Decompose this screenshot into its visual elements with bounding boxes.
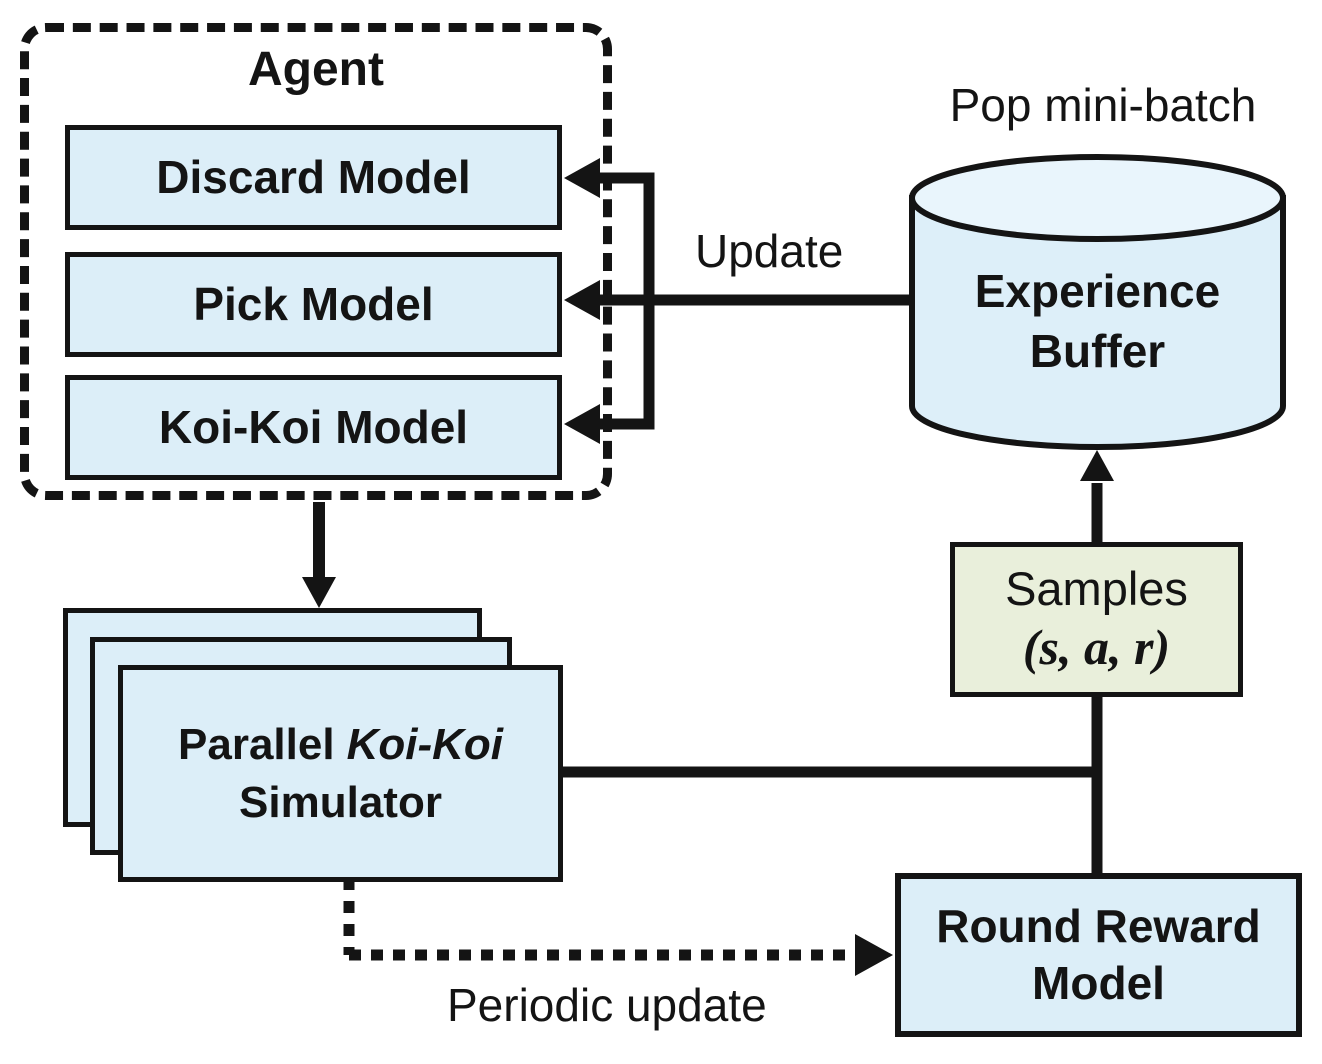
pick-model-label: Pick Model: [193, 278, 434, 331]
experience-buffer-label-line1: Experience: [974, 265, 1221, 318]
pop-mini-batch-label: Pop mini-batch: [949, 79, 1257, 131]
koikoi-model-label: Koi-Koi Model: [158, 401, 469, 454]
pick-model-node: Pick Model: [65, 252, 562, 357]
simulator-word-parallel: Parallel: [178, 720, 335, 770]
experience-buffer-label: Experience Buffer: [912, 252, 1283, 392]
discard-model-label: Discard Model: [156, 151, 471, 204]
experience-buffer-cylinder-icon: [909, 154, 1286, 450]
samples-tuple: (s, a, r): [1022, 618, 1171, 675]
arrowhead-into-pick-icon: [564, 280, 600, 320]
simulator-label-line2: Simulator: [239, 777, 442, 827]
round-reward-label-line2: Model: [1032, 957, 1165, 1009]
periodic-update-dotted-arrow-icon: [343, 878, 893, 976]
simulator-word-koikoi: Koi-Koi: [346, 720, 503, 770]
samples-title: Samples: [1005, 562, 1188, 616]
agent-group-frame: [20, 23, 612, 500]
koikoi-model-node: Koi-Koi Model: [65, 375, 562, 480]
update-bracket-lines: [596, 172, 912, 430]
discard-model-node: Discard Model: [65, 125, 562, 230]
samples-to-buffer-arrow-icon: [1080, 450, 1114, 545]
arrowhead-into-discard-icon: [564, 158, 600, 198]
agent-to-simulator-arrow-icon: [302, 502, 336, 608]
experience-buffer-label-line2: Buffer: [1029, 325, 1166, 377]
arrowhead-into-koikoi-icon: [564, 404, 600, 444]
agent-group-title: Agent: [248, 43, 384, 96]
update-label: Update: [695, 225, 844, 277]
periodic-update-label: Periodic update: [447, 979, 767, 1031]
update-arrowheads: [564, 158, 600, 444]
round-reward-label-line1: Round Reward: [936, 899, 1261, 952]
round-reward-model-node: Round Reward Model: [895, 873, 1302, 1037]
